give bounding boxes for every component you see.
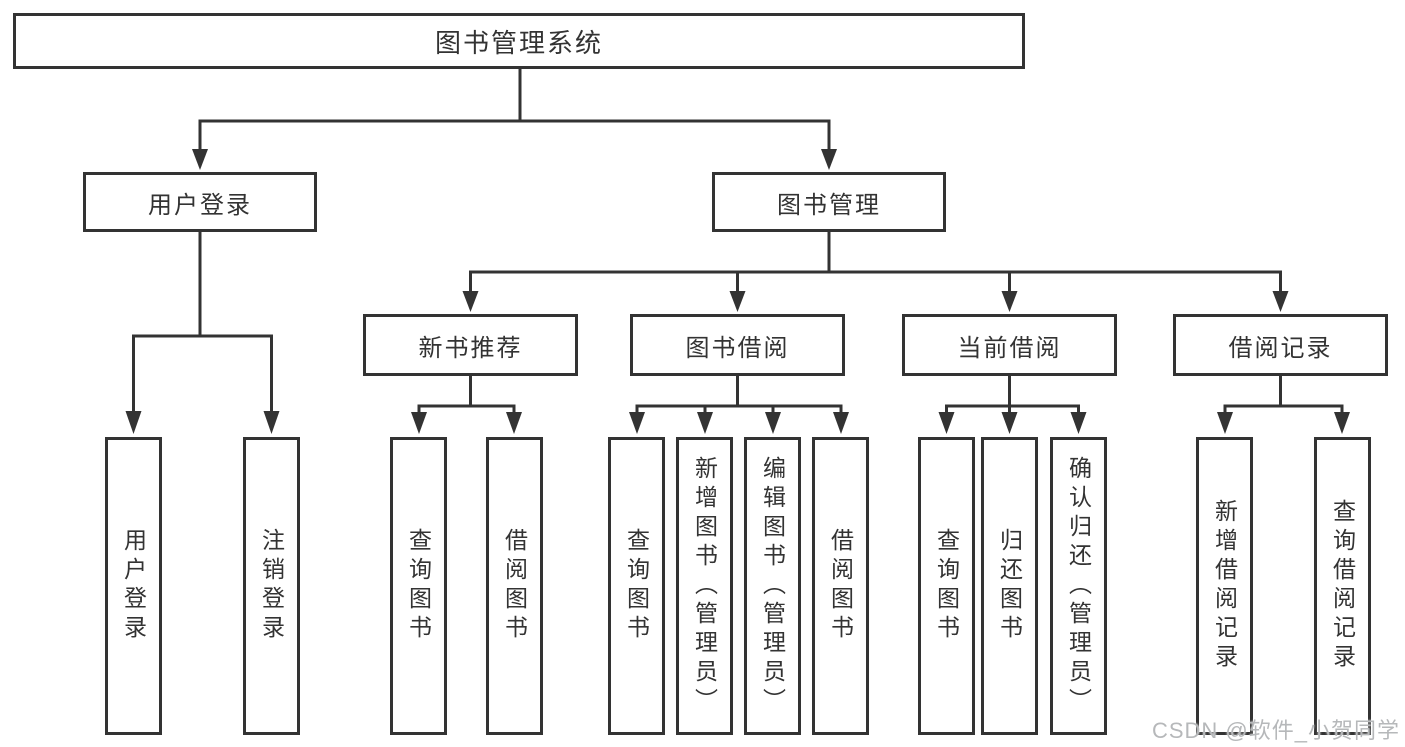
connector-current-to-children	[945, 374, 1080, 415]
arrow-down-icon	[833, 412, 849, 434]
arrow-down-icon	[765, 412, 781, 434]
connector-recommend-to-children	[417, 374, 516, 415]
arrow-down-icon	[1070, 412, 1087, 434]
leaf-borrowing-borrow-books: 借阅图书	[812, 437, 869, 735]
leaf-borrowing-query-books: 查询图书	[608, 437, 665, 735]
leaf-current-return-books: 归还图书	[981, 437, 1038, 735]
node-book-management: 图书管理	[712, 172, 946, 232]
node-current-borrowing: 当前借阅	[902, 314, 1117, 376]
arrow-down-icon	[1001, 291, 1018, 312]
leaf-user-login: 用户登录	[105, 437, 162, 735]
arrow-down-icon	[506, 412, 522, 434]
connector-root-to-branches	[198, 67, 831, 153]
arrow-down-icon	[1334, 412, 1350, 434]
arrow-down-icon	[697, 412, 713, 434]
leaf-borrowing-add-book-admin: 新增图书（管理员）	[676, 437, 733, 735]
arrow-down-icon	[263, 411, 280, 434]
watermark: CSDN @软件_小贺同学	[1151, 718, 1400, 743]
node-library-management-system: 图书管理系统	[13, 13, 1025, 69]
leaf-logout: 注销登录	[243, 437, 300, 735]
leaf-records-query-borrow-record: 查询借阅记录	[1314, 437, 1371, 735]
leaf-current-query-books: 查询图书	[918, 437, 975, 735]
arrow-down-icon	[1272, 291, 1289, 312]
arrow-down-icon	[629, 412, 645, 434]
connector-book-management-to-sections	[469, 230, 1282, 295]
arrow-down-icon	[462, 291, 479, 312]
arrow-down-icon	[938, 412, 955, 434]
arrow-down-icon	[1001, 412, 1018, 434]
leaf-borrowing-edit-book-admin: 编辑图书（管理员）	[744, 437, 801, 735]
arrow-down-icon	[125, 411, 142, 434]
arrow-down-icon	[192, 149, 208, 170]
node-borrowing-records: 借阅记录	[1173, 314, 1388, 376]
leaf-recommend-query-books: 查询图书	[390, 437, 447, 735]
node-book-borrowing: 图书借阅	[630, 314, 845, 376]
arrow-down-icon	[411, 412, 427, 434]
leaf-current-confirm-return-admin: 确认归还（管理员）	[1050, 437, 1107, 735]
connector-records-to-children	[1223, 374, 1344, 415]
node-new-book-recommendation: 新书推荐	[363, 314, 578, 376]
connector-user-login-to-children	[132, 230, 273, 414]
connector-borrowing-to-children	[635, 374, 843, 415]
arrow-down-icon	[1217, 412, 1233, 434]
node-user-login: 用户登录	[83, 172, 317, 232]
leaf-recommend-borrow-books: 借阅图书	[486, 437, 543, 735]
arrow-down-icon	[821, 149, 837, 170]
arrow-down-icon	[729, 291, 746, 312]
leaf-records-add-borrow-record: 新增借阅记录	[1196, 437, 1253, 735]
